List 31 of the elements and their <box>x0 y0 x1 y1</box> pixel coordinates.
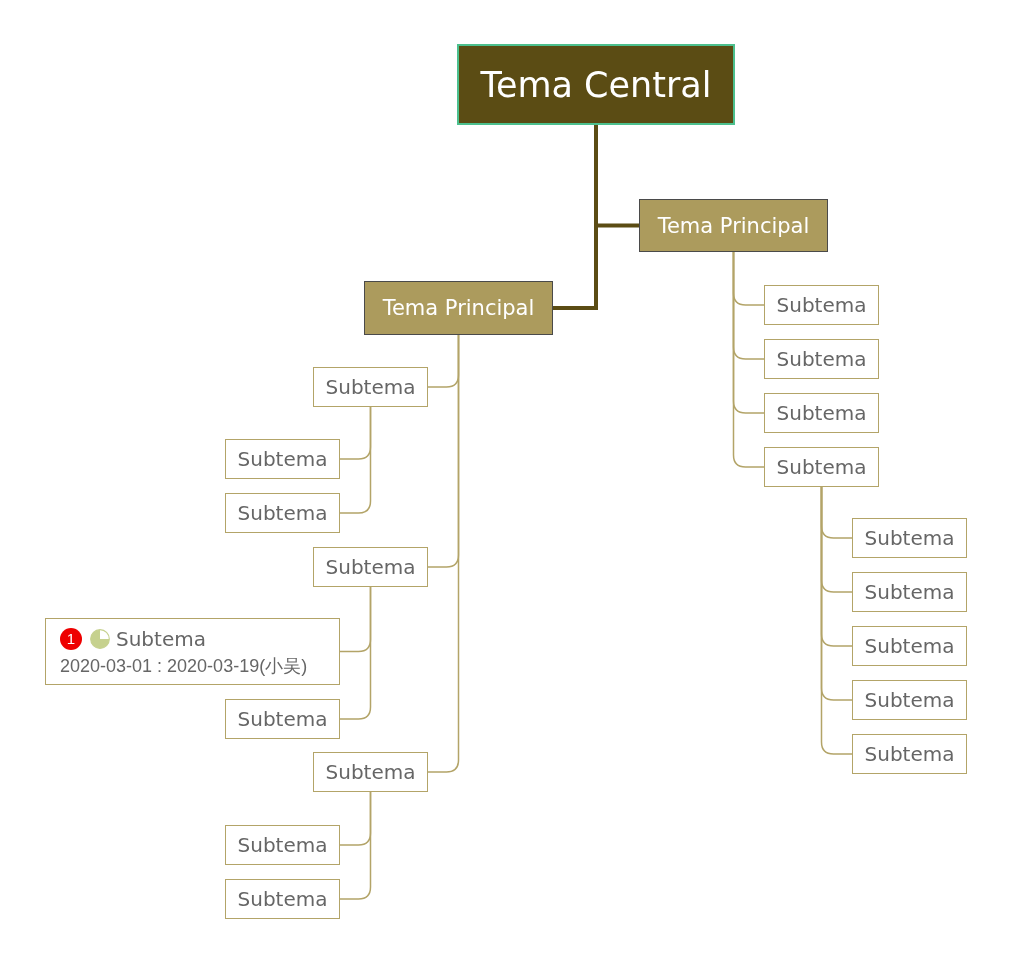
main-topic-box: Tema Principal <box>364 281 553 335</box>
subtopic-box <box>45 618 340 685</box>
subtopic-box: Subtema <box>225 699 340 739</box>
branch-line <box>339 791 372 900</box>
subtopic-box: Subtema <box>225 879 340 919</box>
subtopic-box: Subtema <box>852 626 967 666</box>
subtopic-box: Subtema <box>852 572 967 612</box>
subtopic-box: Subtema <box>852 734 967 774</box>
topic-label: Subtema <box>116 627 206 651</box>
date-range-text: 2020-03-01 : 2020-03-19(小吴) <box>60 655 308 677</box>
central-topic-box: Tema Central <box>457 44 735 125</box>
subtopic-box: Subtema <box>764 339 879 379</box>
priority-marker: 1 <box>60 628 82 650</box>
subtopic-box: Subtema <box>764 285 879 325</box>
subtopic-box: Subtema <box>225 493 340 533</box>
branch-line <box>732 251 765 468</box>
branch-line <box>553 125 598 310</box>
branch-line <box>339 406 372 514</box>
subtopic-box: Subtema <box>313 752 428 792</box>
main-topic-box: Tema Principal <box>639 199 828 252</box>
subtopic-box: Subtema <box>225 825 340 865</box>
subtopic-box: Subtema <box>764 393 879 433</box>
subtopic-box: Subtema <box>852 518 967 558</box>
subtopic-box: Subtema <box>313 367 428 407</box>
branch-line <box>427 334 460 773</box>
branch-line <box>820 486 853 755</box>
subtopic-box: Subtema <box>225 439 340 479</box>
subtopic-box: Subtema <box>313 547 428 587</box>
subtopic-box: Subtema <box>852 680 967 720</box>
branch-line <box>339 586 372 720</box>
subtopic-box: Subtema <box>764 447 879 487</box>
